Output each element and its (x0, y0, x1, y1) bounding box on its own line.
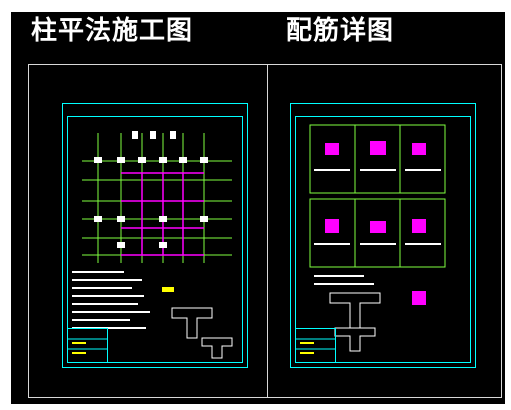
right-drawing-sheet[interactable] (290, 103, 476, 368)
left-title: 柱平法施工图 (31, 16, 194, 46)
right-title: 配筋详图 (286, 16, 395, 46)
left-drawing-sheet[interactable] (62, 103, 248, 368)
cad-canvas: 柱平法施工图 配筋详图 (11, 12, 505, 404)
panel-divider (267, 64, 268, 398)
panel-frame (28, 64, 502, 398)
